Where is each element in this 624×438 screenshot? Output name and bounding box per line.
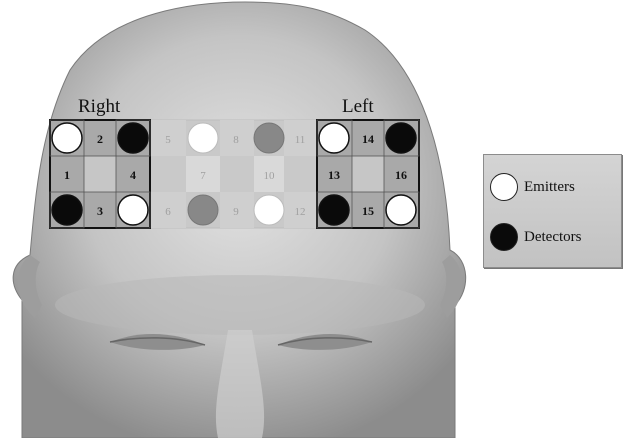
legend-box: Emitters Detectors	[483, 154, 622, 268]
emitter-optode	[319, 123, 349, 153]
channel-5-label: 5	[165, 134, 171, 146]
channel-7-label: 7	[200, 170, 206, 182]
channel-11-label: 11	[295, 134, 306, 146]
channel-6-label: 6	[165, 206, 171, 218]
optode-grid: 1 2 3 4 5 6 7 8 9 10 11 12 13 14 15 16	[50, 120, 419, 228]
channel-2-label: 2	[97, 132, 103, 146]
detector-optode	[52, 195, 82, 225]
right-hemisphere-label: Right	[78, 96, 121, 117]
channel-4-label: 4	[130, 168, 136, 182]
channel-1-label: 1	[64, 168, 70, 182]
channel-10-label: 10	[264, 170, 276, 182]
emitter-optode	[386, 195, 416, 225]
detector-optode	[319, 195, 349, 225]
channel-16-label: 16	[395, 168, 407, 182]
detector-optode-faded	[188, 195, 218, 225]
channel-12-label: 12	[295, 206, 306, 218]
emitter-optode-faded	[188, 123, 218, 153]
channel-8-label: 8	[233, 134, 239, 146]
left-hemisphere-label: Left	[342, 96, 374, 117]
detector-legend-icon	[490, 223, 518, 251]
left-probe-cell	[352, 156, 384, 192]
channel-14-label: 14	[362, 132, 374, 146]
emitter-legend-icon	[490, 173, 518, 201]
right-probe-cell	[84, 156, 116, 192]
channel-9-label: 9	[233, 206, 239, 218]
channel-13-label: 13	[328, 168, 340, 182]
emitter-optode	[52, 123, 82, 153]
detector-optode-faded	[254, 123, 284, 153]
legend-detectors-row: Detectors	[490, 223, 581, 251]
legend-emitters-label: Emitters	[524, 179, 575, 196]
emitter-optode	[118, 195, 148, 225]
detector-optode	[386, 123, 416, 153]
emitter-optode-faded	[254, 195, 284, 225]
brow-shadow	[55, 275, 425, 335]
legend-detectors-label: Detectors	[524, 229, 581, 246]
legend-emitters-row: Emitters	[490, 173, 575, 201]
channel-3-label: 3	[97, 204, 103, 218]
channel-15-label: 15	[362, 204, 374, 218]
detector-optode	[118, 123, 148, 153]
